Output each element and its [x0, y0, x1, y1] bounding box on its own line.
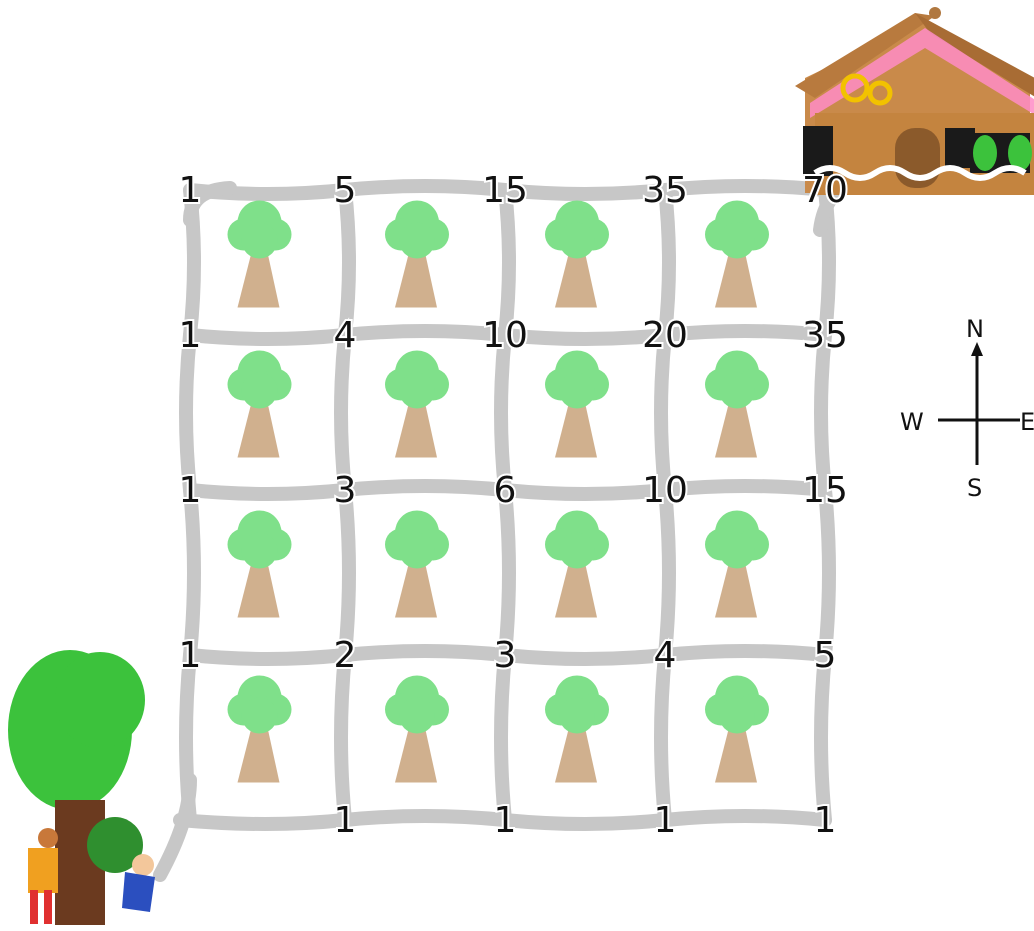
- path-count-label: 4: [654, 635, 677, 676]
- path-count-label: 15: [802, 470, 848, 511]
- path-count-label: 3: [334, 470, 357, 511]
- compass-east-label: E: [1020, 408, 1034, 436]
- tree-icon: [228, 351, 292, 458]
- path-count-label: 35: [802, 315, 848, 356]
- path-count-label: 1: [179, 470, 202, 511]
- tree-icon: [545, 676, 609, 783]
- tree-icon: [385, 511, 449, 618]
- tree-icon: [705, 351, 769, 458]
- path-count-label: 3: [494, 635, 517, 676]
- tree-icon: [705, 511, 769, 618]
- tree-icon: [228, 676, 292, 783]
- path-count-label: 5: [334, 170, 357, 211]
- path-count-label: 70: [802, 170, 848, 211]
- path-count-label: 15: [482, 170, 528, 211]
- tree-icon: [705, 676, 769, 783]
- path-count-label: 1: [654, 800, 677, 841]
- compass-south-label: S: [967, 474, 982, 502]
- path-count-label: 20: [642, 315, 688, 356]
- path-count-label: 1: [179, 170, 202, 211]
- tree-icon: [385, 676, 449, 783]
- path-count-label: 1: [179, 315, 202, 356]
- compass-rose: N S W E: [900, 315, 1034, 502]
- tree-icon: [385, 351, 449, 458]
- tree-icon: [228, 511, 292, 618]
- path-count-label: 1: [494, 800, 517, 841]
- tree-icon: [545, 351, 609, 458]
- path-count-label: 1: [334, 800, 357, 841]
- path-count-label: 1: [179, 635, 202, 676]
- compass-north-label: N: [966, 315, 984, 343]
- path-count-label: 35: [642, 170, 688, 211]
- gingerbread-house-icon: [795, 7, 1034, 195]
- path-count-label: 2: [334, 635, 357, 676]
- road-to-start: [160, 780, 190, 875]
- tree-icon: [228, 201, 292, 308]
- hansel-and-gretel-tree-icon: [8, 650, 155, 925]
- tree-icon: [545, 201, 609, 308]
- tree-icon: [385, 201, 449, 308]
- path-count-label: 6: [494, 470, 517, 511]
- path-count-label: 10: [482, 315, 528, 356]
- path-count-label: 4: [334, 315, 357, 356]
- tree-icon: [545, 511, 609, 618]
- tree-icon: [705, 201, 769, 308]
- path-count-label: 5: [814, 635, 837, 676]
- compass-west-label: W: [900, 408, 924, 436]
- path-count-label: 10: [642, 470, 688, 511]
- path-count-label: 1: [814, 800, 837, 841]
